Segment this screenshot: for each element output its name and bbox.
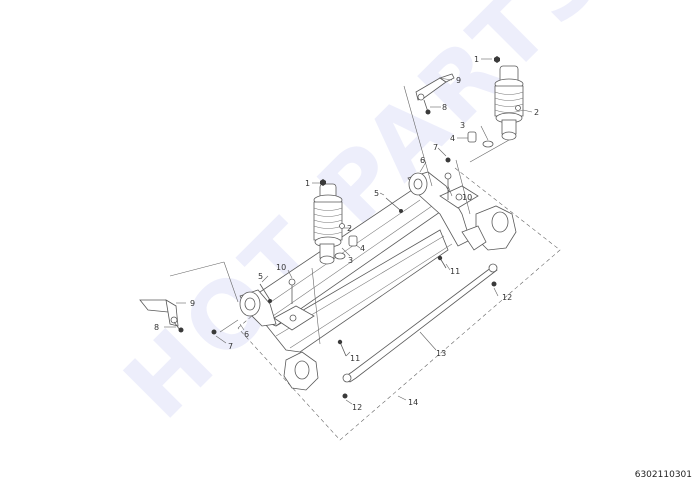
- callout-5-left: 5: [258, 272, 263, 281]
- callout-10-left: 10: [276, 263, 286, 272]
- callout-6-left: 6: [244, 330, 249, 339]
- callout-4-left: 4: [360, 244, 365, 253]
- callout-9-right: 9: [456, 76, 461, 85]
- callout-5-right: 5: [374, 189, 379, 198]
- callout-2-right: 2: [534, 108, 539, 117]
- callout-4-right: 4: [450, 134, 455, 143]
- shock-absorber-right: [469, 65, 524, 163]
- track-rod: [342, 263, 498, 383]
- bracket-left: [139, 261, 239, 327]
- callout-9-left: 9: [190, 299, 195, 308]
- callout-7-left: 7: [228, 342, 233, 351]
- shock-absorber-left: [311, 183, 343, 345]
- callout-10-right: 10: [462, 193, 472, 202]
- callout-3-left: 3: [348, 256, 353, 265]
- callouts: 1 9 8 2 3 4 7 6 10 1 5 2 4 3 11 10 5 12 …: [154, 55, 539, 412]
- bracket-right: [403, 73, 455, 187]
- callout-8-left: 8: [154, 323, 159, 332]
- callout-2-left: 2: [347, 224, 352, 233]
- callout-7-right: 7: [433, 143, 438, 152]
- callout-12-right: 12: [502, 293, 512, 302]
- part-code-label: 6302110301: [634, 470, 692, 480]
- leader-lines: [164, 58, 533, 405]
- callout-14: 14: [408, 398, 418, 407]
- callout-11-right: 11: [450, 267, 460, 276]
- callout-12-left: 12: [352, 403, 362, 412]
- callout-11-left: 11: [350, 354, 360, 363]
- callout-1-right: 1: [474, 55, 479, 64]
- hardware: [173, 56, 521, 399]
- callout-13: 13: [436, 349, 446, 358]
- callout-1-left: 1: [305, 179, 310, 188]
- callout-8-right: 8: [442, 103, 447, 112]
- callout-3-right: 3: [460, 121, 465, 130]
- callout-6-right: 6: [420, 156, 425, 165]
